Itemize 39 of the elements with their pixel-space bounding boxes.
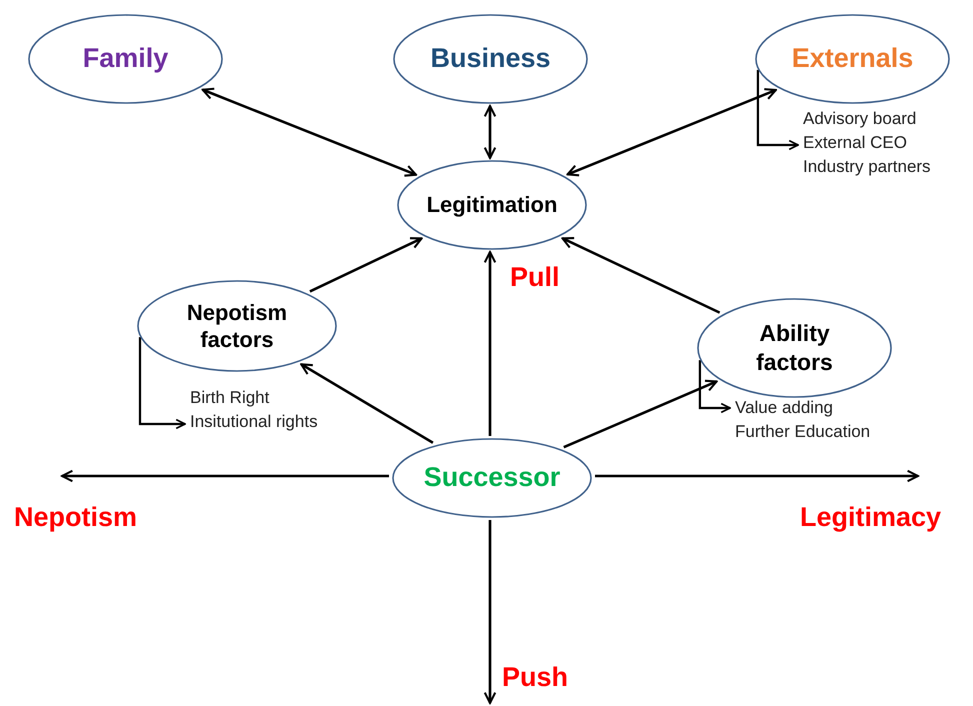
arrow <box>484 250 496 436</box>
node-label: Family <box>82 42 170 76</box>
node-label: Legitimation <box>426 191 558 219</box>
list-item: Advisory board <box>803 108 918 130</box>
arrow <box>309 237 423 293</box>
ellipse-node <box>137 280 337 372</box>
edge-label: Nepotism <box>14 502 138 533</box>
arrow <box>484 104 496 160</box>
arrow <box>756 70 799 150</box>
edge-label: Legitimacy <box>800 502 942 533</box>
arrow <box>138 337 186 430</box>
node-label: Successor <box>422 461 562 494</box>
ellipse-node <box>697 298 892 398</box>
list-item: Birth Right <box>190 387 270 409</box>
node-label: Nepotism factors <box>186 298 288 354</box>
arrow <box>484 520 496 704</box>
node-label: Business <box>429 42 552 76</box>
arrow <box>566 88 777 176</box>
list-item: Industry partners <box>803 156 931 178</box>
node-label: Externals <box>790 42 914 76</box>
ellipse-node <box>397 160 587 250</box>
list-item: External CEO <box>803 132 908 154</box>
list-item: Value adding <box>735 397 834 419</box>
ellipse-node <box>393 14 588 104</box>
arrow <box>563 380 718 448</box>
edge-label: Pull <box>510 262 560 293</box>
node-label: Ability factors <box>755 319 834 377</box>
edge-label: Push <box>502 662 568 693</box>
arrow <box>595 470 920 482</box>
list-item: Insitutional rights <box>190 410 318 433</box>
ellipse-node <box>392 438 592 518</box>
ellipse-node <box>755 14 950 104</box>
arrow <box>561 237 720 314</box>
arrow <box>202 88 417 177</box>
arrow <box>300 363 434 444</box>
arrow <box>60 470 389 482</box>
arrow <box>698 360 731 414</box>
ellipse-node <box>28 14 223 104</box>
list-item: Further Education <box>735 420 870 443</box>
